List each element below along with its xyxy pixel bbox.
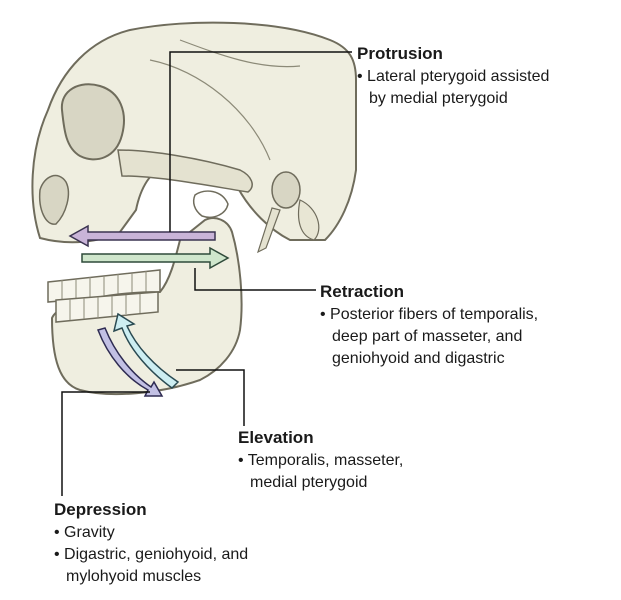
depression-title: Depression (54, 500, 147, 519)
depression-leader (61, 391, 150, 496)
retraction-leader (194, 268, 316, 291)
protrusion-muscle-line-1: • Lateral pterygoid assisted (357, 68, 550, 85)
depression-cause-line-2: • Digastric, geniohyoid, and (54, 546, 249, 563)
depression-cause-line-3: mylohyoid muscles (66, 568, 202, 585)
protrusion-leader (169, 51, 352, 232)
retraction-title: Retraction (320, 282, 405, 301)
leader-lines (61, 51, 352, 496)
elevation-muscle-line-2: medial pterygoid (250, 474, 368, 491)
elevation-muscle-line-1: • Temporalis, masseter, (238, 452, 404, 469)
retraction-muscle-line-1: • Posterior fibers of temporalis, (320, 306, 539, 323)
elevation-arrow (112, 312, 180, 389)
elevation-leader (176, 369, 245, 426)
elevation-title: Elevation (238, 428, 314, 447)
retraction-muscle-line-2: deep part of masseter, and (332, 328, 523, 345)
protrusion-arrow (68, 224, 216, 248)
depression-label: Depression • Gravity • Digastric, genioh… (54, 500, 248, 588)
depression-cause-line-1: • Gravity (54, 524, 115, 541)
retraction-muscle-line-3: geniohyoid and digastric (332, 350, 505, 367)
retraction-label: Retraction • Posterior fibers of tempora… (320, 282, 538, 370)
depression-arrow (97, 327, 164, 397)
protrusion-muscle-line-2: by medial pterygoid (369, 90, 508, 107)
elevation-label: Elevation • Temporalis, masseter, medial… (238, 428, 403, 494)
retraction-arrow (81, 246, 230, 270)
protrusion-label: Protrusion • Lateral pterygoid assisted … (357, 44, 621, 110)
protrusion-title: Protrusion (357, 44, 443, 63)
skull-cranium (31, 21, 357, 254)
